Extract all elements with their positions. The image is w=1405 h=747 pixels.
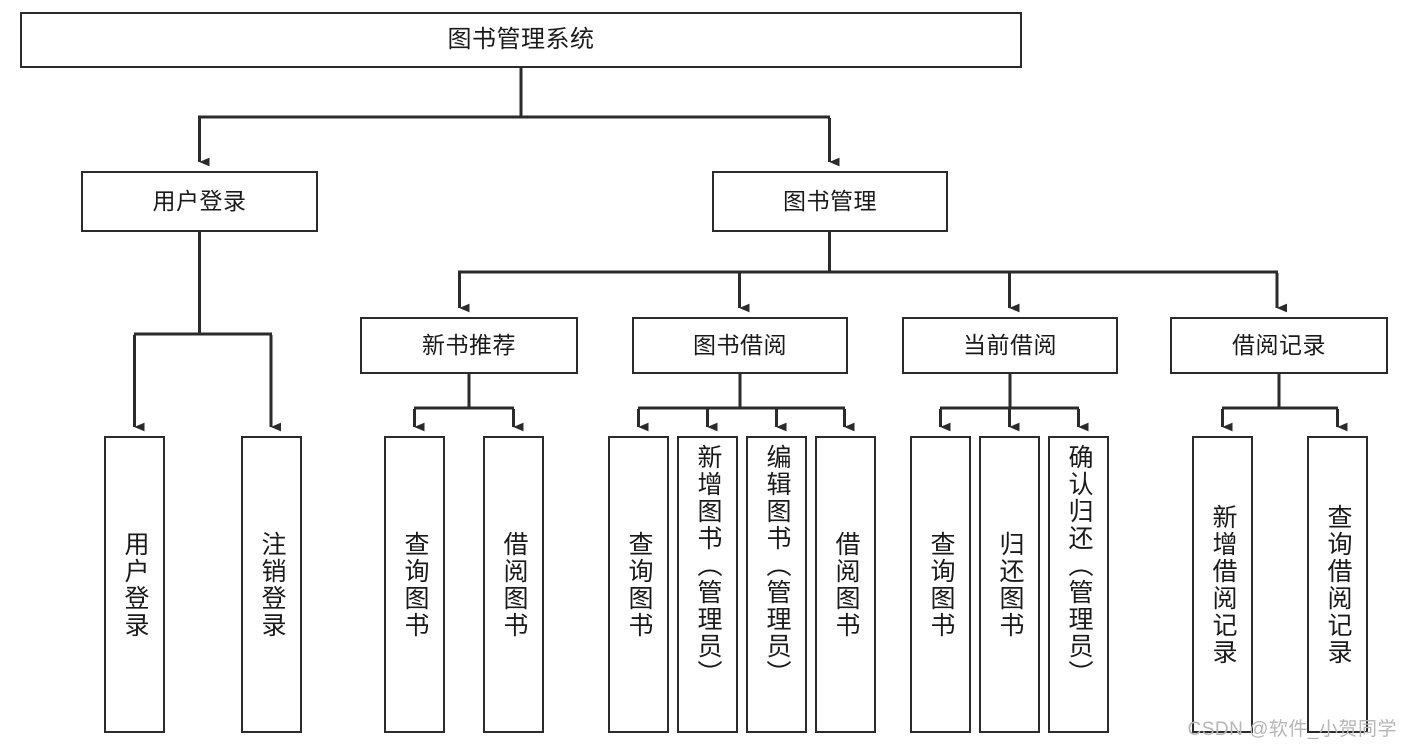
node-label: 查询图书 <box>927 530 955 639</box>
node-leaf-query-record[interactable]: 查询借阅记录 <box>1307 436 1368 733</box>
node-leaf-query-book-3[interactable]: 查询图书 <box>910 436 971 733</box>
node-label: 图书借阅 <box>693 331 787 358</box>
node-label: 借阅记录 <box>1232 331 1326 358</box>
node-label: 归还图书 <box>996 530 1024 639</box>
node-leaf-confirm-return[interactable]: 确认归还（管理员） <box>1048 436 1109 733</box>
node-new-book-recommendation[interactable]: 新书推荐 <box>360 317 578 374</box>
node-leaf-borrow-book-1[interactable]: 借阅图书 <box>483 436 544 733</box>
node-label: 新增借阅记录 <box>1209 503 1237 666</box>
node-label: 注销登录 <box>258 530 286 639</box>
node-leaf-user-login[interactable]: 用户登录 <box>104 436 165 733</box>
node-leaf-borrow-book-2[interactable]: 借阅图书 <box>815 436 876 733</box>
node-label: 借阅图书 <box>832 530 860 639</box>
node-label: 新书推荐 <box>422 331 516 358</box>
node-label: 查询借阅记录 <box>1324 503 1352 666</box>
node-current-borrowing[interactable]: 当前借阅 <box>902 317 1118 374</box>
node-leaf-logout[interactable]: 注销登录 <box>241 436 302 733</box>
node-leaf-add-book[interactable]: 新增图书（管理员） <box>677 436 738 733</box>
node-book-borrowing[interactable]: 图书借阅 <box>632 317 848 374</box>
node-root-system[interactable]: 图书管理系统 <box>20 12 1022 68</box>
csdn-watermark: CSDN @软件_小贺同学 <box>1187 719 1397 740</box>
node-label: 新增图书（管理员） <box>694 444 722 687</box>
node-label: 当前借阅 <box>963 331 1057 358</box>
node-label: 借阅图书 <box>500 530 528 639</box>
node-label: 用户登录 <box>121 530 149 639</box>
node-user-login[interactable]: 用户登录 <box>81 171 318 232</box>
node-leaf-query-book-2[interactable]: 查询图书 <box>608 436 669 733</box>
node-label: 确认归还（管理员） <box>1065 444 1093 687</box>
node-label: 图书管理系统 <box>447 25 595 53</box>
node-label: 查询图书 <box>401 530 429 639</box>
node-borrow-records[interactable]: 借阅记录 <box>1170 317 1388 374</box>
node-book-management[interactable]: 图书管理 <box>712 171 948 232</box>
node-leaf-add-record[interactable]: 新增借阅记录 <box>1192 436 1253 733</box>
node-label: 查询图书 <box>625 530 653 639</box>
node-leaf-edit-book[interactable]: 编辑图书（管理员） <box>746 436 807 733</box>
node-leaf-return-book[interactable]: 归还图书 <box>979 436 1040 733</box>
node-leaf-query-book-1[interactable]: 查询图书 <box>384 436 445 733</box>
node-label: 编辑图书（管理员） <box>763 444 791 687</box>
node-label: 用户登录 <box>152 187 247 214</box>
node-label: 图书管理 <box>783 187 877 214</box>
